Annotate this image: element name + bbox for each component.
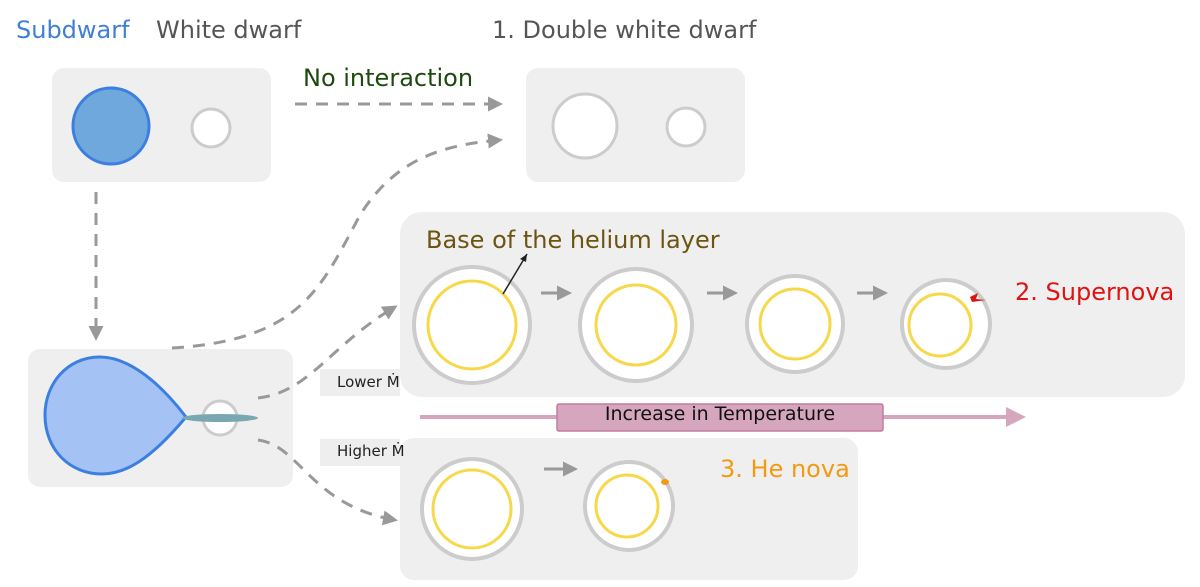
temperature-label-box [556,403,884,432]
white-dwarf-star [190,107,232,149]
higher-mdot-label-bg [320,439,400,466]
lower-mdot-label: Lower Ṁ [337,373,400,391]
he-nova-helium-ring-2 [594,473,660,539]
outcome-double-white-dwarf: 1. Double white dwarf [492,16,757,44]
higher-mdot-label: Higher Ṁ [337,442,405,460]
outcome-he-nova: 3. He nova [720,455,850,483]
supernova-helium-ring-3 [758,287,832,361]
no-interaction-label: No interaction [303,64,474,92]
he-nova-helium-ring-1 [431,468,513,550]
accretion-disk [182,414,258,422]
higher-mdot-arrow [257,438,398,526]
lower-mdot-label-bg [320,369,400,396]
helium-base-pointer [502,253,528,295]
legend-white-dwarf: White dwarf [156,16,302,44]
supernova-helium-ring-1 [426,279,518,371]
legend-subdwarf: Subdwarf [16,16,130,44]
white-dwarf-large [551,92,619,160]
he-nova-flash [661,479,669,485]
helium-layer-label: Base of the helium layer [426,226,720,254]
to-double-white-dwarf-arrow [171,133,503,350]
supernova-helium-ring-2 [594,283,678,367]
white-dwarf-small [665,106,707,148]
helium-base-pointer-head [520,254,527,262]
subdwarf-star [71,86,151,166]
roche-lobe-donor [43,355,188,476]
lower-mdot-arrow [257,305,398,400]
supernova-helium-ring-4 [907,292,973,358]
temperature-label: Increase in Temperature [604,403,836,425]
outcome-supernova: 2. Supernova [1015,278,1175,306]
detonation-spark [970,293,986,302]
